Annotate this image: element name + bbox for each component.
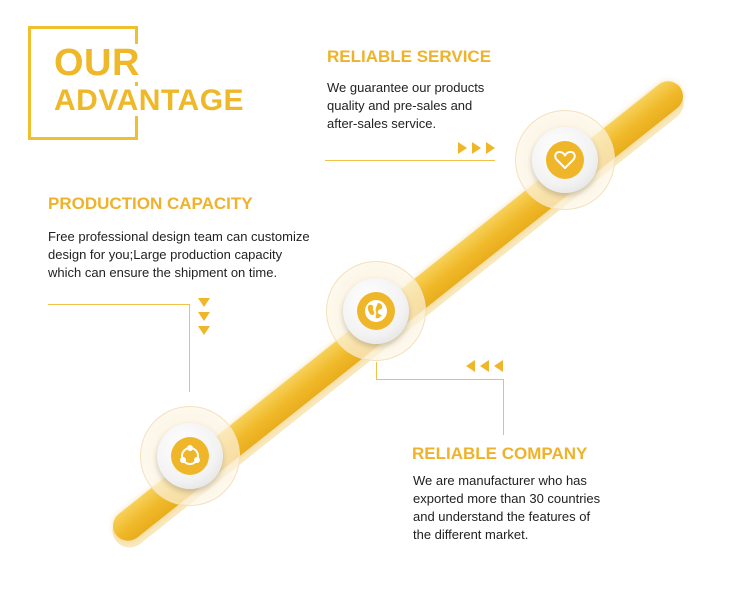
company-line-2: exported more than 30 countries — [413, 491, 601, 506]
company-connector-vertical — [503, 379, 504, 435]
capacity-connector-line — [48, 304, 190, 305]
company-line-3: and understand the features of — [413, 509, 591, 524]
arrow-right-icon — [472, 142, 481, 154]
service-line-3: after-sales service. — [327, 116, 437, 131]
company-heading: RELIABLE COMPANY — [412, 444, 588, 463]
globe-icon — [357, 292, 395, 330]
arrow-down-icon — [198, 298, 210, 307]
service-node-halo — [515, 110, 615, 210]
service-connector-line — [325, 160, 495, 161]
company-line-4: the different market. — [413, 527, 529, 542]
arrow-right-icon — [486, 142, 495, 154]
service-line-1: We guarantee our products — [327, 80, 485, 95]
arrow-left-icon — [494, 360, 503, 372]
arrow-left-icon — [466, 360, 475, 372]
share-icon — [171, 437, 209, 475]
capacity-node — [343, 278, 409, 344]
service-node — [532, 127, 598, 193]
arrow-right-icon — [458, 142, 467, 154]
capacity-line-2: design for you;Large production capacity — [48, 247, 283, 262]
service-description: We guarantee our products quality and pr… — [327, 79, 484, 133]
title-frame — [28, 26, 138, 140]
company-description: We are manufacturer who has exported mor… — [413, 472, 600, 544]
service-heading: RELIABLE SERVICE — [327, 47, 492, 66]
heart-icon — [546, 141, 584, 179]
capacity-heading: PRODUCTION CAPACITY — [48, 194, 253, 213]
arrow-down-icon — [198, 312, 210, 321]
capacity-description: Free professional design team can custom… — [48, 228, 310, 282]
title-line-1: OUR — [50, 44, 144, 82]
service-line-2: quality and pre-sales and — [327, 98, 473, 113]
arrow-left-icon — [480, 360, 489, 372]
arrow-down-icon — [198, 326, 210, 335]
company-line-1: We are manufacturer who has — [413, 473, 587, 488]
capacity-line-1: Free professional design team can custom… — [48, 229, 310, 244]
capacity-connector-vertical — [189, 304, 190, 392]
company-connector-line — [376, 379, 504, 380]
title-line-2: ADVANTAGE — [50, 86, 249, 116]
company-connector-left — [376, 362, 377, 380]
capacity-line-3: which can ensure the shipment on time. — [48, 265, 278, 280]
company-node — [157, 423, 223, 489]
